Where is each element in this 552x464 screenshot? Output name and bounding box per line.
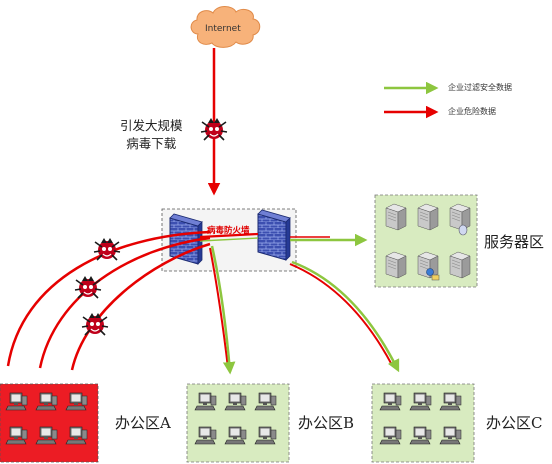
server-icon bbox=[417, 203, 439, 231]
virus-note-line1: 引发大规模 bbox=[120, 118, 183, 133]
firewall-right-icon bbox=[257, 209, 291, 261]
virus-icon-2 bbox=[74, 275, 102, 299]
server-icon bbox=[449, 203, 471, 231]
server-icon bbox=[385, 203, 407, 231]
virus-note-line2: 病毒下载 bbox=[126, 136, 177, 151]
office-a-label: 办公区A bbox=[115, 414, 171, 432]
virus-icon-3 bbox=[81, 312, 109, 336]
legend-safe-label: 企业过滤安全数据 bbox=[448, 83, 512, 92]
office-c-danger-line bbox=[289, 263, 393, 366]
mail-icon bbox=[431, 274, 440, 281]
server-zone-label: 服务器区 bbox=[484, 233, 545, 251]
internet-cloud bbox=[190, 6, 261, 48]
globe-icon bbox=[426, 268, 434, 276]
office-a-danger-curve-3 bbox=[70, 242, 211, 371]
firewall-label: 病毒防火墙 bbox=[207, 226, 250, 236]
firewall-link-danger bbox=[199, 232, 259, 239]
office-c-label: 办公区C bbox=[486, 414, 543, 432]
internet-label: Internet bbox=[205, 24, 241, 34]
database-icon bbox=[458, 224, 468, 236]
virus-icon-internet bbox=[200, 117, 228, 141]
server-icon bbox=[385, 251, 407, 279]
office-b-safe-arrow bbox=[210, 245, 236, 375]
office-b-danger-line bbox=[209, 247, 229, 369]
office-a-danger-curve-1 bbox=[6, 230, 211, 367]
virus-download-note: 引发大规模 病毒下载 bbox=[120, 117, 183, 153]
legend-danger-label: 企业危险数据 bbox=[448, 107, 496, 116]
office-b-label: 办公区B bbox=[298, 414, 355, 432]
firewall-link-safe bbox=[199, 237, 259, 242]
server-icon bbox=[449, 251, 471, 279]
office-c-safe-arrow bbox=[291, 260, 400, 373]
office-a-danger-curve-2 bbox=[38, 236, 211, 369]
firewall-left-icon bbox=[169, 213, 203, 265]
